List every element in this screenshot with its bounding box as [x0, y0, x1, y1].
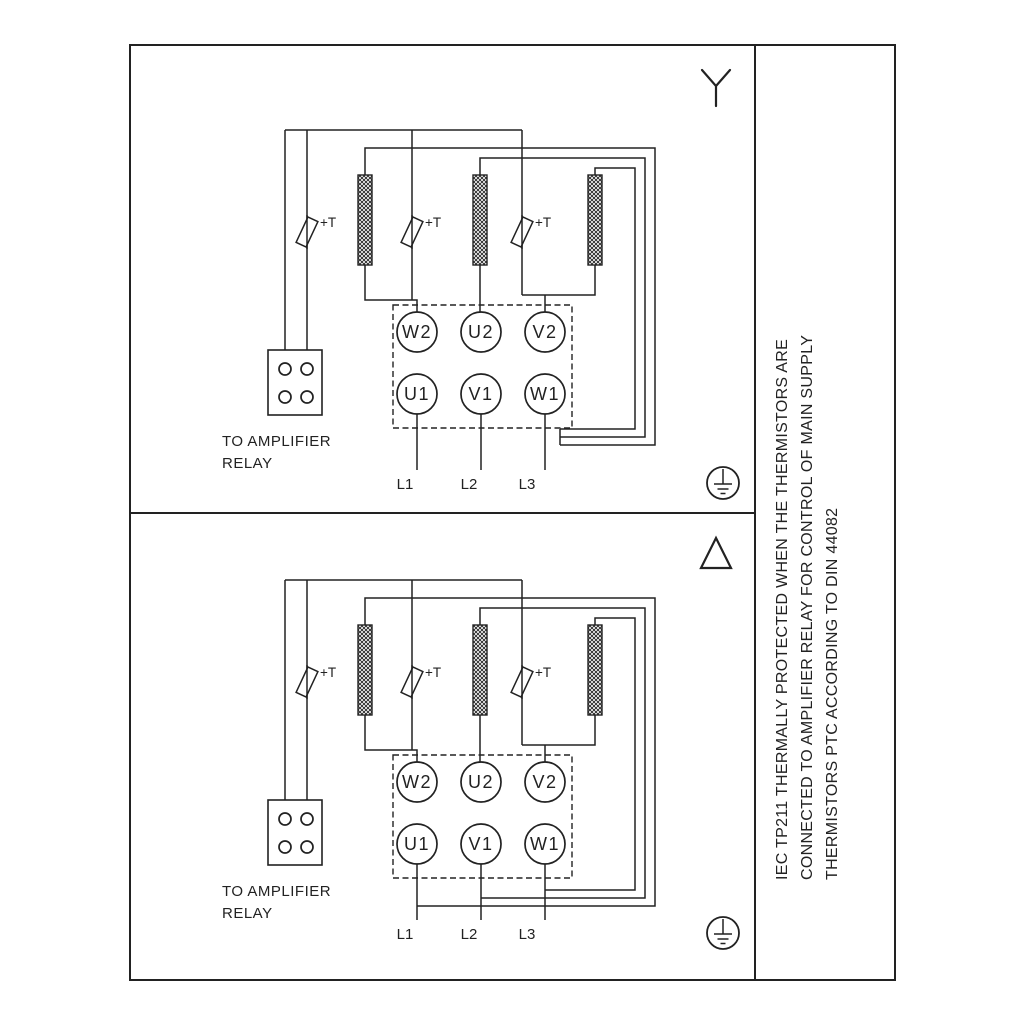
terminal-v2: V2	[524, 761, 566, 803]
terminal-label: W1	[530, 834, 560, 854]
terminal-w2: W2	[396, 311, 438, 353]
relay-box	[267, 799, 323, 866]
thermistor-label: +T	[320, 665, 336, 680]
terminal-label: W1	[530, 384, 560, 404]
terminal-u1: U1	[396, 823, 438, 865]
winding-coil-3	[587, 174, 603, 266]
terminal-label: W2	[402, 322, 432, 342]
supply-label-l1: L1	[397, 476, 414, 493]
relay-pin	[278, 812, 292, 826]
panel-star: +T +T +T W2 U2 V2	[222, 68, 740, 500]
supply-label-l3: L3	[519, 476, 536, 493]
terminal-label: V1	[468, 384, 493, 404]
terminal-label: U2	[468, 772, 494, 792]
thermistor-3: +T	[510, 665, 551, 699]
relay-pin	[300, 362, 314, 376]
earth-ground-icon	[706, 466, 740, 500]
earth-ground-icon	[706, 916, 740, 950]
terminal-v2: V2	[524, 311, 566, 353]
winding-coil-3	[587, 624, 603, 716]
relay-pin	[300, 812, 314, 826]
terminal-box-outline	[392, 754, 573, 879]
thermistor-label: +T	[320, 215, 336, 230]
relay-connector: TO AMPLIFIER RELAY	[222, 799, 331, 922]
terminal-u2: U2	[460, 311, 502, 353]
side-note-line3: THERMISTORS PTC ACCORDING TO DIN 44082	[824, 508, 841, 880]
thermistor-3: +T	[510, 215, 551, 249]
winding-coil-1	[357, 174, 373, 266]
terminal-u1: U1	[396, 373, 438, 415]
terminal-label: V2	[532, 322, 557, 342]
side-note-border	[754, 44, 896, 981]
supply-label-l2: L2	[461, 926, 478, 943]
terminal-v1: V1	[460, 823, 502, 865]
relay-pin	[300, 840, 314, 854]
winding-coil-2	[472, 624, 488, 716]
thermistor-1: +T	[295, 665, 336, 699]
supply-label-l1: L1	[397, 926, 414, 943]
star-connection-icon	[700, 68, 732, 108]
relay-caption-line2: RELAY	[222, 905, 273, 922]
terminal-label: U1	[404, 834, 430, 854]
terminal-w1: W1	[524, 823, 566, 865]
terminal-u2: U2	[460, 761, 502, 803]
side-note-line2: CONNECTED TO AMPLIFIER RELAY FOR CONTROL…	[799, 335, 816, 880]
relay-pin	[278, 390, 292, 404]
frame	[129, 44, 896, 981]
terminal-label: V2	[532, 772, 557, 792]
relay-pin	[278, 840, 292, 854]
side-note: IEC TP211 THERMALLY PROTECTED WHEN THE T…	[774, 335, 841, 880]
relay-pin	[278, 362, 292, 376]
thermistor-label: +T	[535, 665, 551, 680]
relay-connector: TO AMPLIFIER RELAY	[222, 349, 331, 472]
relay-pin	[300, 390, 314, 404]
terminal-label: V1	[468, 834, 493, 854]
terminal-box-outline	[392, 304, 573, 429]
delta-connection-icon	[699, 535, 733, 570]
terminal-w2: W2	[396, 761, 438, 803]
winding-coil-2	[472, 174, 488, 266]
supply-label-l2: L2	[461, 476, 478, 493]
terminal-label: W2	[402, 772, 432, 792]
thermistor-label: +T	[425, 215, 441, 230]
relay-caption-line1: TO AMPLIFIER	[222, 883, 331, 900]
thermistor-2: +T	[400, 665, 441, 699]
terminal-label: U2	[468, 322, 494, 342]
thermistor-label: +T	[425, 665, 441, 680]
thermistor-1: +T	[295, 215, 336, 249]
terminal-w1: W1	[524, 373, 566, 415]
relay-box	[267, 349, 323, 416]
relay-caption-line2: RELAY	[222, 455, 273, 472]
terminal-label: U1	[404, 384, 430, 404]
terminal-box: W2 U2 V2 U1 V1 W1	[392, 754, 573, 879]
supply-label-l3: L3	[519, 926, 536, 943]
terminal-box: W2 U2 V2 U1 V1 W1	[392, 304, 573, 429]
terminal-v1: V1	[460, 373, 502, 415]
side-note-line1: IEC TP211 THERMALLY PROTECTED WHEN THE T…	[774, 339, 791, 880]
thermistor-2: +T	[400, 215, 441, 249]
relay-caption-line1: TO AMPLIFIER	[222, 433, 331, 450]
panel-delta: +T +T +T W2 U2 V2	[222, 535, 740, 950]
thermistor-label: +T	[535, 215, 551, 230]
winding-coil-1	[357, 624, 373, 716]
